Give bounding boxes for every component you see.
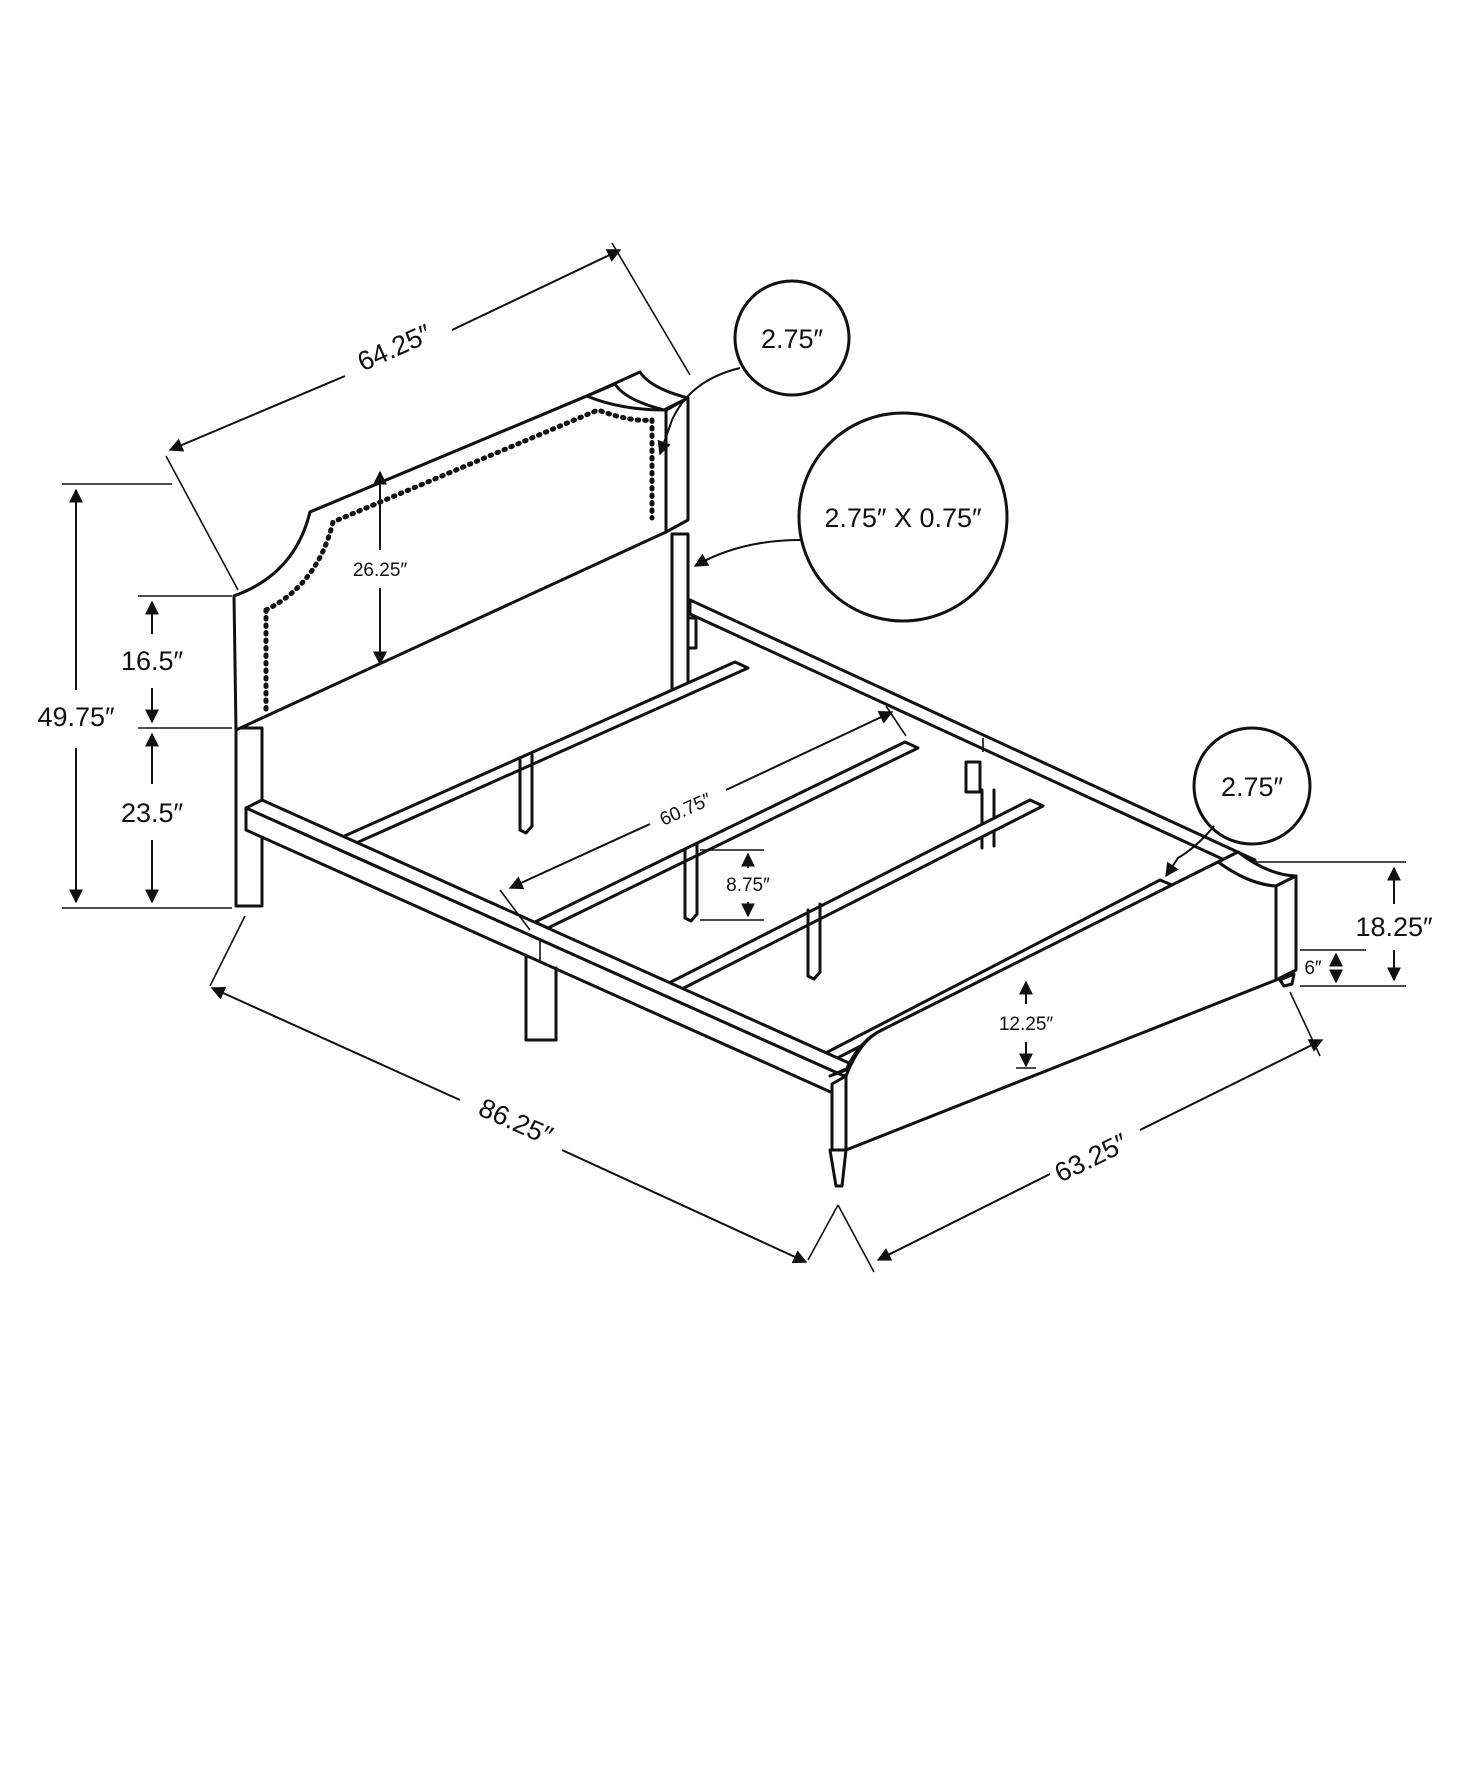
label-headboard-panel-height: 26.25″ xyxy=(353,560,408,581)
callout-headboard-thickness xyxy=(657,279,851,456)
label-headboard-lower-height: 23.5″ xyxy=(121,798,184,828)
label-headboard-upper-height: 16.5″ xyxy=(121,646,184,676)
label-headboard-thickness: 2.75″ xyxy=(761,324,824,354)
slats xyxy=(338,660,1174,1067)
near-side-rail xyxy=(244,798,862,1100)
label-center-leg-height: 8.75″ xyxy=(726,875,770,896)
label-foot-leg-height: 6″ xyxy=(1304,958,1322,979)
callout-leg-size xyxy=(693,411,1009,623)
label-total-width: 63.25″ xyxy=(1050,1127,1133,1188)
label-footboard-height: 18.25″ xyxy=(1355,912,1433,942)
label-total-length: 86.25″ xyxy=(474,1092,557,1151)
dimension-lines xyxy=(62,242,1406,1273)
label-footboard-panel-height: 12.25″ xyxy=(999,1014,1054,1035)
headboard xyxy=(232,370,690,732)
label-slat-length: 60.75″ xyxy=(657,789,715,830)
footboard xyxy=(828,850,1298,1188)
callout-footboard-thickness xyxy=(1165,726,1312,878)
label-footboard-thickness: 2.75″ xyxy=(1221,772,1284,802)
label-headboard-width: 64.25″ xyxy=(353,318,436,377)
label-total-height: 49.75″ xyxy=(37,702,115,732)
label-leg-size: 2.75″ X 0.75″ xyxy=(824,503,982,533)
